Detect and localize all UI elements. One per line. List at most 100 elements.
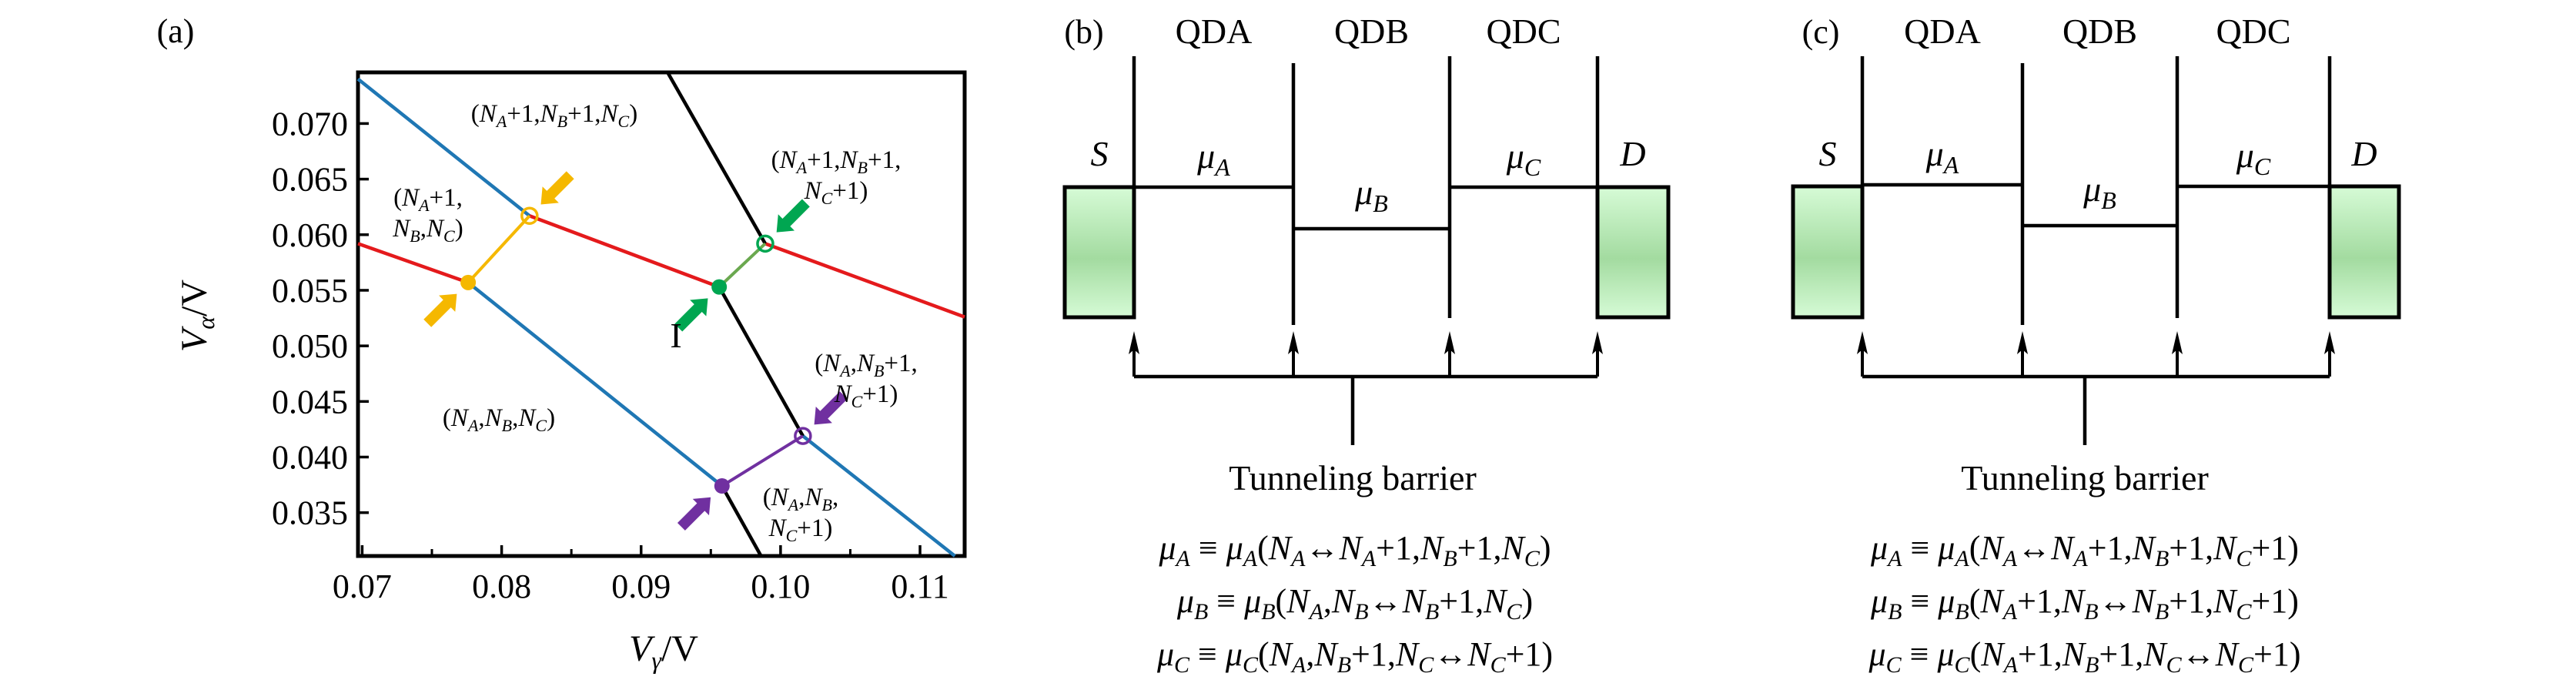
dot-label-qdc: QDC xyxy=(1486,12,1561,51)
panel-c-label: (c) xyxy=(1802,13,1840,51)
y-tick-label: 0.035 xyxy=(272,494,348,532)
marker-label-I: I xyxy=(670,316,681,355)
definition-equation-1: μA ≡ μA(NA↔NA+1,NB+1,NC+1) xyxy=(1870,529,2299,571)
purple-filled-arrow-icon xyxy=(677,497,711,531)
drain-label: D xyxy=(2350,134,2377,173)
x-tick-label: 0.10 xyxy=(751,568,810,605)
tunneling-barrier-label: Tunneling barrier xyxy=(1229,458,1477,497)
panel-b-label: (b) xyxy=(1064,13,1103,51)
source-lead xyxy=(1062,185,1136,320)
source-label: S xyxy=(1819,134,1837,173)
y-axis-title: Vα/V xyxy=(174,280,219,352)
state-label-na1-nb-nc-line2: NB,NC) xyxy=(392,215,463,246)
yellow-filled-point xyxy=(460,274,477,290)
arrow-up-icon xyxy=(2017,331,2028,354)
tunneling-barrier-label: Tunneling barrier xyxy=(1961,458,2209,497)
mu-b-label: μB xyxy=(1354,172,1388,217)
x-tick-label: 0.11 xyxy=(891,568,948,605)
arrow-up-icon xyxy=(1592,331,1603,354)
state-label-na-nb-nc1-line1: (NA,NB, xyxy=(763,484,838,514)
definition-equation-2: μB ≡ μB(NA,NB↔NB+1,NC) xyxy=(1176,582,1533,625)
drain-label: D xyxy=(1619,134,1645,173)
panel-a-label: (a) xyxy=(157,12,195,50)
x-tick-label: 0.07 xyxy=(333,568,392,605)
definition-equation-3: μC ≡ μC(NA,NB+1,NC↔NC+1) xyxy=(1156,635,1553,678)
dot-label-qdb: QDB xyxy=(1334,12,1409,51)
dot-label-qdc: QDC xyxy=(2216,12,2290,51)
blue-boundary-middle-line xyxy=(467,281,724,487)
state-label-na-nb1-nc1-line2: NC+1) xyxy=(834,380,898,411)
red-boundary-left-line xyxy=(357,242,469,284)
axis-ticks xyxy=(358,122,922,556)
purple-filled-point xyxy=(714,478,730,494)
blue-boundary-upper-line xyxy=(356,77,531,217)
definition-equation-3: μC ≡ μC(NA+1,NB+1,NC↔NC+1) xyxy=(1868,635,2301,678)
green-filled-point xyxy=(711,279,728,295)
state-label-na1-nb1-nc1-line1: (NA+1,NB+1, xyxy=(771,146,902,177)
mu-a-label: μA xyxy=(1925,134,1959,179)
source-label: S xyxy=(1091,134,1109,173)
yellow-filled-arrow-icon xyxy=(423,293,457,327)
yellow-open-point xyxy=(520,206,539,225)
red-boundary-right-line xyxy=(764,242,965,319)
panel-c-energy-diagram: (c) QDA QDB QDC S DμA μB μC Tunneling barrier μA … xyxy=(1791,12,2401,678)
mu-a-label: μA xyxy=(1196,136,1230,181)
y-tick-label: 0.055 xyxy=(272,272,348,310)
plot-area xyxy=(356,70,967,558)
x-tick-label: 0.08 xyxy=(472,568,531,605)
red-boundary-middle-line xyxy=(529,214,720,289)
yellow-link-line xyxy=(467,214,531,284)
y-tick-label: 0.050 xyxy=(272,327,348,365)
mu-c-label: μC xyxy=(2236,136,2271,180)
definition-equation-1: μA ≡ μA(NA↔NA+1,NB+1,NC) xyxy=(1158,529,1551,571)
arrow-up-icon xyxy=(1857,331,1868,354)
y-tick-label: 0.060 xyxy=(272,216,348,254)
green-open-arrow-icon xyxy=(776,199,810,233)
triple-points xyxy=(423,171,848,531)
x-tick-labels: 0.07 0.08 0.09 0.10 0.11 xyxy=(333,568,949,605)
state-labels: (NA+1,NB+1,NC)(NA+1,NB,NC)(NA+1,NB+1,NC+… xyxy=(392,100,917,545)
plot-frame xyxy=(356,70,967,558)
definition-equation-2: μB ≡ μB(NA+1,NB↔NB+1,NC+1) xyxy=(1870,582,2299,625)
mu-c-label: μC xyxy=(1506,136,1541,181)
source-lead xyxy=(1791,184,1865,320)
black-boundary-lower-line xyxy=(720,484,763,558)
panel-b-energy-diagram: (b) QDA QDB QDC S DμA μB μC Tunneling barrier μA … xyxy=(1062,12,1671,678)
state-label-na-nb-nc: (NA,NB,NC) xyxy=(443,404,555,435)
state-label-na1-nb1-nc1-line2: NC+1) xyxy=(804,177,868,208)
green-link-line xyxy=(718,242,767,289)
drain-lead xyxy=(2327,184,2401,320)
y-tick-label: 0.045 xyxy=(272,383,348,420)
blue-boundary-lower-line xyxy=(801,434,956,558)
y-tick-label: 0.070 xyxy=(272,105,348,142)
dot-label-qda: QDA xyxy=(1176,12,1253,51)
arrow-up-icon xyxy=(1444,331,1455,354)
state-label-na-nb-nc1-line2: NC+1) xyxy=(768,514,833,545)
x-axis-title: Vγ/V xyxy=(629,628,698,674)
purple-link-line xyxy=(721,434,804,487)
boundary-lines xyxy=(356,71,965,558)
arrow-up-icon xyxy=(2172,331,2183,354)
drain-lead xyxy=(1595,185,1671,320)
mu-b-label: μB xyxy=(2083,169,2116,214)
x-tick-label: 0.09 xyxy=(611,568,671,605)
arrow-up-icon xyxy=(1129,331,1139,354)
dot-label-qda: QDA xyxy=(1904,12,1981,51)
arrow-up-icon xyxy=(1288,331,1299,354)
purple-open-point xyxy=(794,427,812,445)
dot-label-qdb: QDB xyxy=(2062,12,2137,51)
state-label-na1-nb1-nc: (NA+1,NB+1,NC) xyxy=(471,100,637,131)
green-filled-arrow-icon xyxy=(674,298,708,332)
y-tick-labels: 0.035 0.040 0.045 0.050 0.055 0.060 0.065 0.070 xyxy=(272,105,348,531)
yellow-open-arrow-icon xyxy=(540,171,574,205)
black-boundary-middle-line xyxy=(718,286,805,437)
state-label-na-nb1-nc1-line1: (NA,NB+1, xyxy=(815,350,918,380)
purple-open-arrow-icon xyxy=(814,391,848,425)
y-tick-label: 0.040 xyxy=(272,439,348,477)
panel-a-charge-stability-diagram: (a) 0.07 0.08 0.09 0.10 0.11 0.035 0.040 0.045… xyxy=(157,12,967,674)
y-tick-label: 0.065 xyxy=(272,161,348,199)
green-open-point xyxy=(756,234,774,253)
black-boundary-upper-line xyxy=(666,71,767,245)
arrow-up-icon xyxy=(2324,331,2335,354)
